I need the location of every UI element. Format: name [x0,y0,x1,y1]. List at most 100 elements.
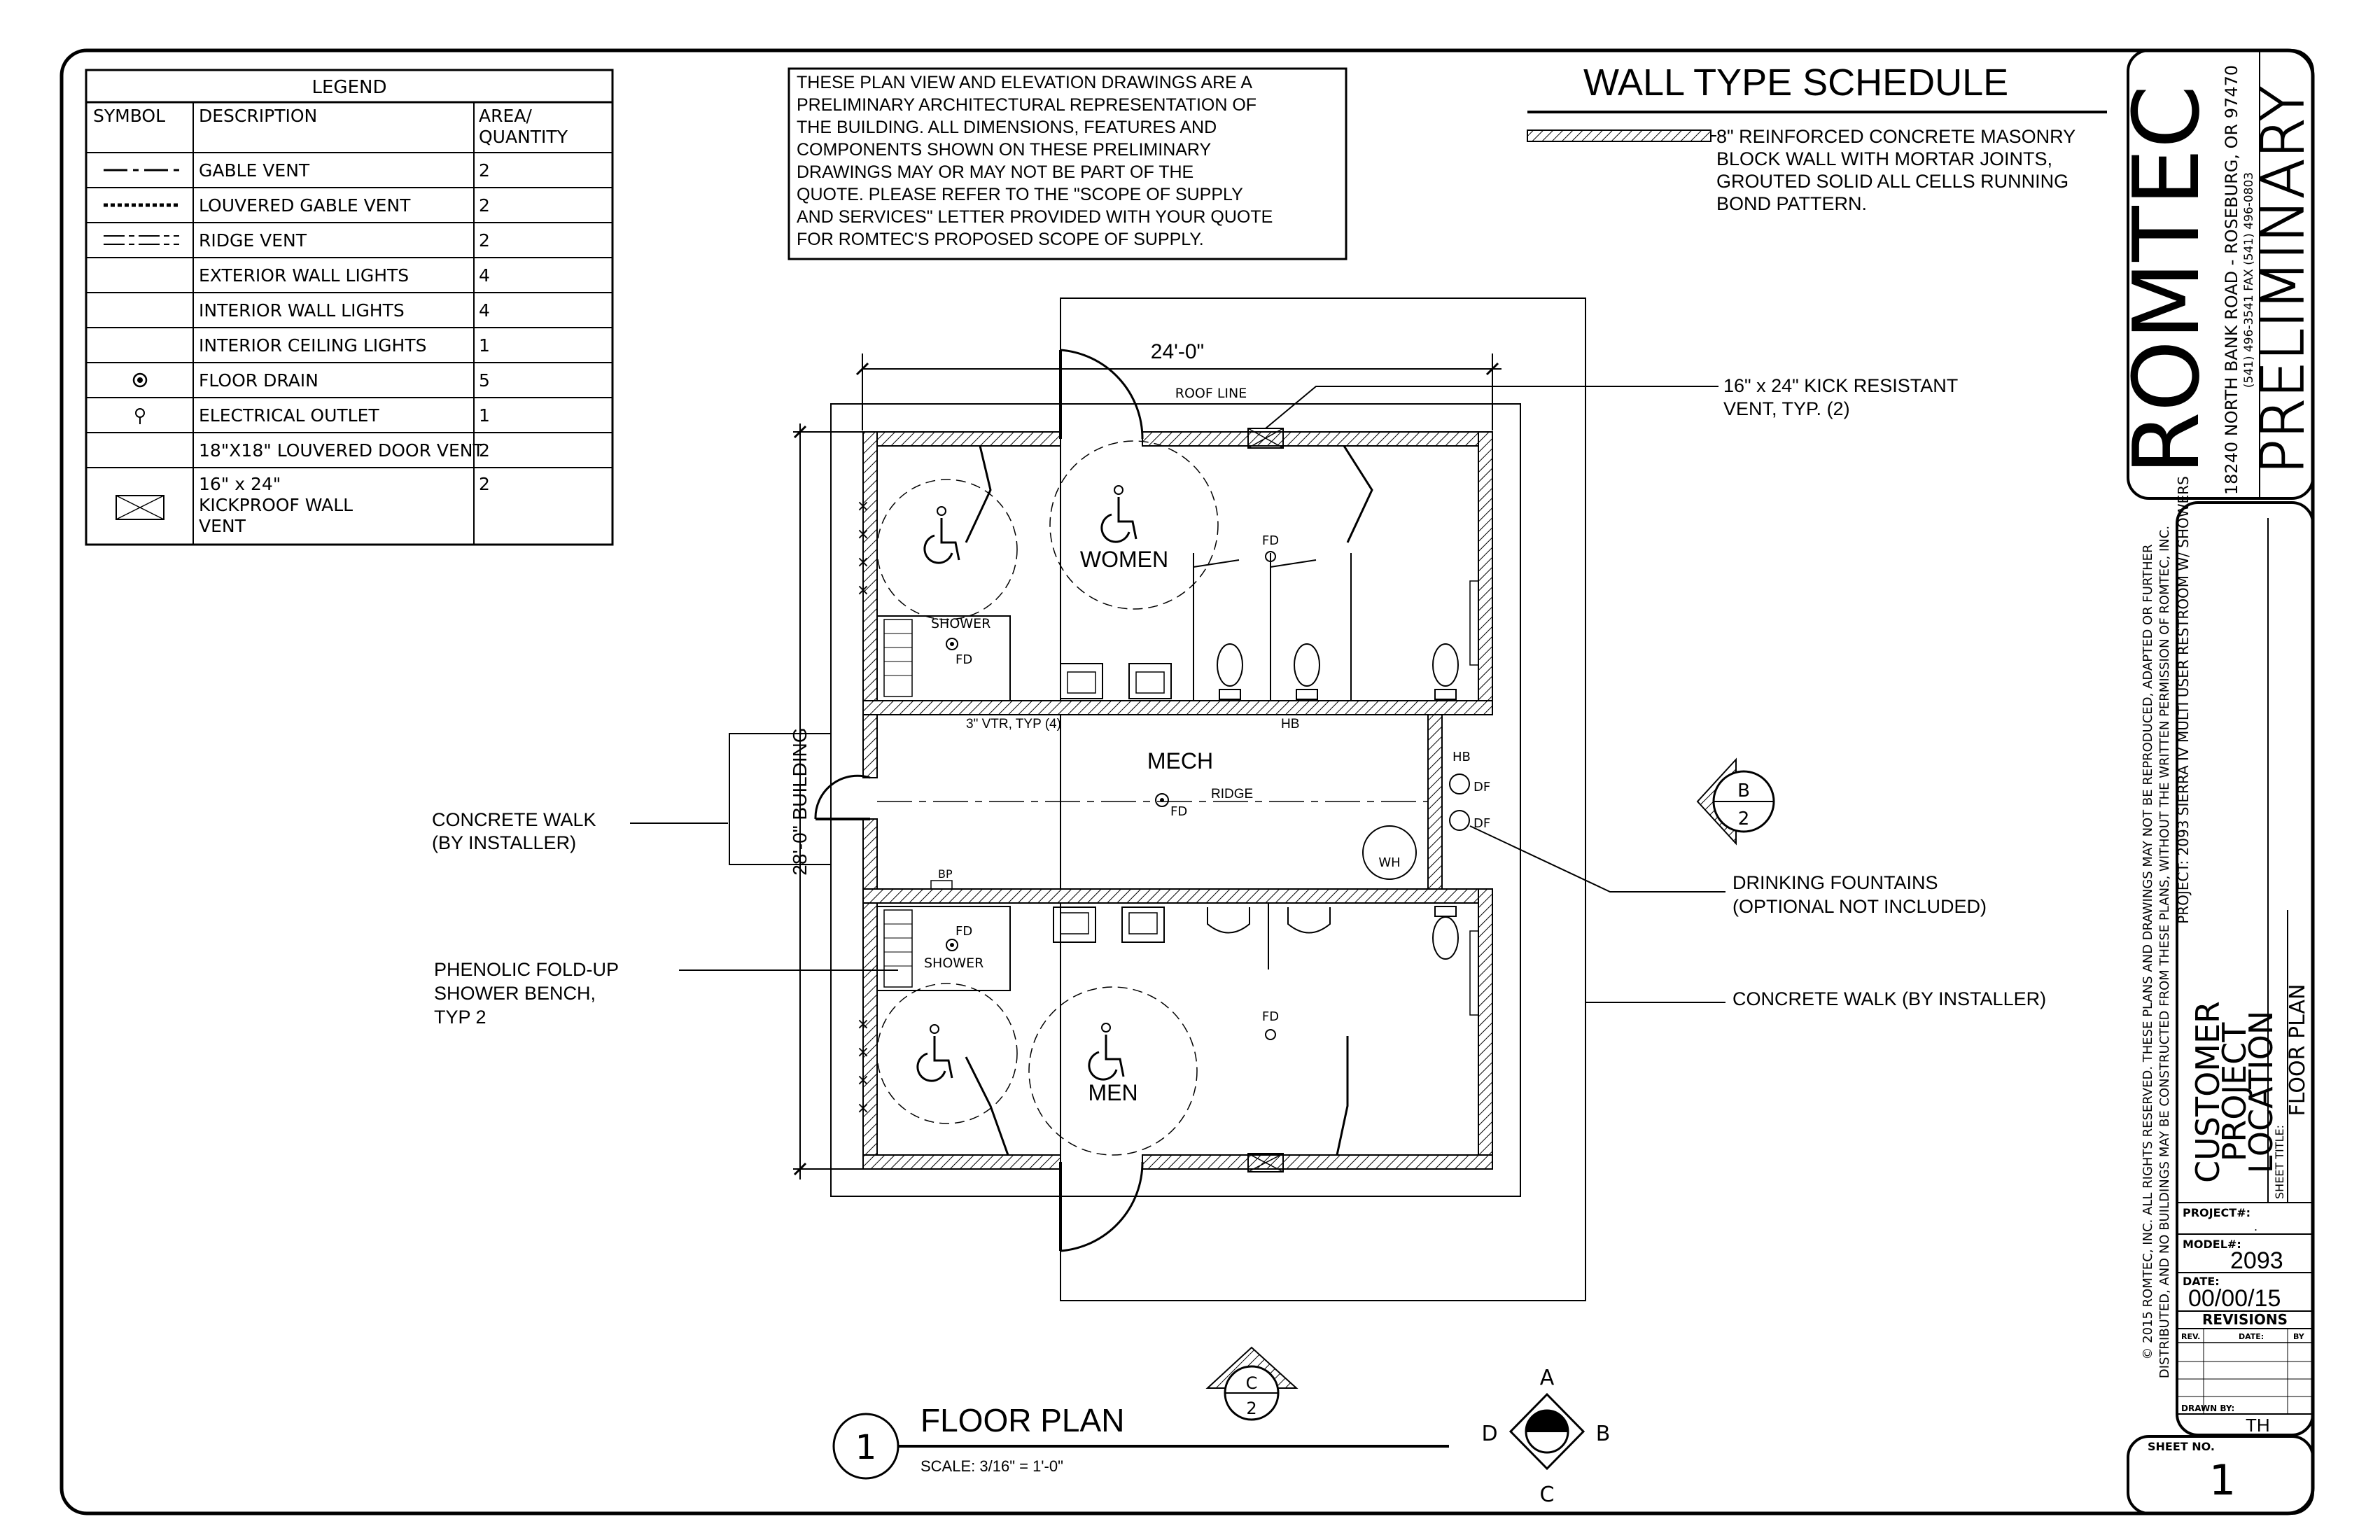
concrete-walk-outline [1060,298,1586,1301]
svg-text:×: × [857,1100,869,1117]
disclaimer-line: DRAWINGS MAY OR MAY NOT BE PART OF THE [797,162,1194,182]
roof-line-outline [830,403,1521,1197]
compass-w: D [1481,1422,1497,1446]
disclaimer-box: THESE PLAN VIEW AND ELEVATION DRAWINGS A… [788,67,1348,260]
section-marker-b: B 2 [1696,757,1775,846]
callout-concrete-walk-right: CONCRETE WALK (BY INSTALLER) [1586,988,2046,1009]
floor-drain-icon [946,939,958,951]
urinal [1287,907,1331,934]
disclaimer-line: COMPONENTS SHOWN ON THESE PRELIMINARY [797,140,1212,160]
drawn-by-value: TH [2246,1415,2270,1436]
date-label: DATE: [2183,1275,2220,1288]
kick-vent [1247,1153,1284,1172]
legend-header-quantity: QUANTITY [479,127,568,147]
revisions-label: REVISIONS [2202,1311,2288,1328]
drawing-title-text: FLOOR PLAN [920,1402,1124,1438]
drawing-title: 1 FLOOR PLAN SCALE: 3/16" = 1'-0" [832,1402,1449,1480]
women-room: WOMEN SHOWER FD FD [876,440,1479,701]
legend-qty: 2 [479,195,490,216]
sink [1128,663,1172,699]
callout-text: (OPTIONAL NOT INCLUDED) [1732,896,1987,917]
callout-text: TYP 2 [434,1007,486,1028]
copyright-line: DISTRIBUTED, AND NO BUILDINGS MAY BE CON… [2157,526,2172,1378]
company-address: 18240 NORTH BANK ROAD - ROSEBURG, OR 974… [2222,65,2241,495]
sheet-no-label: SHEET NO. [2148,1440,2215,1453]
fd-label: FD [1170,804,1187,819]
rev-header: DATE: [2239,1332,2264,1341]
legend-qty: 2 [479,474,490,494]
wall-schedule-line: GROUTED SOLID ALL CELLS RUNNING [1716,171,2068,192]
compass-marker: A B C D [1481,1366,1610,1507]
callout-kick-vent: 16" x 24" KICK RESISTANT VENT, TYP. (2) [1265,375,1958,429]
toilet [1432,643,1459,700]
svg-text:×: × [857,498,869,515]
legend-qty: 5 [479,370,490,391]
wall-schedule-line: BLOCK WALL WITH MORTAR JOINTS, [1716,148,2052,169]
drawn-by-label: DRAWN BY: [2181,1404,2234,1413]
legend-qty: 1 [479,405,490,426]
men-room: FD SHOWER [876,903,1479,1156]
door-mech [814,774,871,820]
mech-room: 3" VTR, TYP (4) HB MECH RIDGE FD WH BP H… [877,717,1490,890]
legend-desc: INTERIOR CEILING LIGHTS [199,335,426,356]
callout-text: DRINKING FOUNTAINS [1732,872,1938,893]
preliminary-stamp: PRELIMINARY [2248,85,2317,475]
water-heater [1362,825,1417,880]
svg-text:×: × [857,1044,869,1061]
hb-label: HB [1281,717,1299,732]
legend-desc: FLOOR DRAIN [199,370,318,391]
vtr-label: 3" VTR, TYP (4) [966,717,1061,732]
legend-qty: 2 [479,230,490,251]
shower-label: SHOWER [931,616,990,631]
room-label-women: WOMEN [1080,547,1168,572]
dimension-width: 24'-0" ROOF LINE [855,340,1502,430]
df-label: DF [1474,816,1490,831]
legend-desc: INTERIOR WALL LIGHTS [199,300,405,321]
company-phone: (541) 496-3541 FAX (541) 496-0803 [2242,172,2256,388]
door-men [1059,1161,1144,1252]
df-label: DF [1474,780,1490,794]
title-block: ROMTEC 18240 NORTH BANK ROAD - ROSEBURG,… [2113,49,2318,1515]
wall-hatch-swatch [1527,130,1712,142]
project-no: . [2254,1220,2258,1233]
callout-text: PHENOLIC FOLD-UP [434,959,619,980]
legend-desc: 18"X18" LOUVERED DOOR VENT [199,440,484,461]
toilet [1432,906,1459,960]
floor-drain-icon [946,638,958,650]
compass-e: B [1596,1422,1611,1446]
ridge-label: RIDGE [1211,787,1253,802]
fd-label: FD [955,652,972,667]
hb-label: HB [1452,750,1471,764]
disclaimer-line: THE BUILDING. ALL DIMENSIONS, FEATURES A… [797,118,1217,137]
legend-qty: 1 [479,335,490,356]
fd-label: FD [1262,533,1279,548]
roof-line-label: ROOF LINE [1175,386,1247,401]
legend-qty: 2 [479,160,490,181]
legend-qty: 4 [479,265,490,286]
legend-header-symbol: SYMBOL [93,106,165,126]
svg-text:×: × [857,1072,869,1089]
callout-text: CONCRETE WALK (BY INSTALLER) [1732,988,2046,1009]
shower-label: SHOWER [924,955,983,971]
floor-plan-drawing: × × × × × × × × [729,298,1586,1301]
wall-schedule-line: 8" REINFORCED CONCRETE MASONRY [1716,126,2076,147]
legend-header-description: DESCRIPTION [199,106,317,126]
location-name: LOCATION [2242,1011,2280,1174]
model-label: MODEL#: [2183,1238,2241,1251]
floor-drain-icon [1265,551,1276,562]
legend-desc: KICKPROOF WALL [199,495,353,515]
wall-schedule-title: WALL TYPE SCHEDULE [1583,62,2008,104]
drinking-fountain [1449,810,1470,831]
project-name: PROJECT [2216,1022,2253,1162]
legend-qty: 2 [479,440,490,461]
copyright-line: © 2015 ROMTEC, INC. ALL RIGHTS RESERVED.… [2141,544,2155,1359]
door-women [1059,349,1144,440]
wheelchair-icon [923,506,960,564]
sheet-title: FLOOR PLAN [2286,984,2310,1116]
disclaimer-line: THESE PLAN VIEW AND ELEVATION DRAWINGS A… [797,73,1252,92]
callout-text: CONCRETE WALK [432,809,596,830]
legend-desc: VENT [199,516,246,536]
callout-text: VENT, TYP. (2) [1723,398,1850,419]
toilet [1294,643,1320,700]
